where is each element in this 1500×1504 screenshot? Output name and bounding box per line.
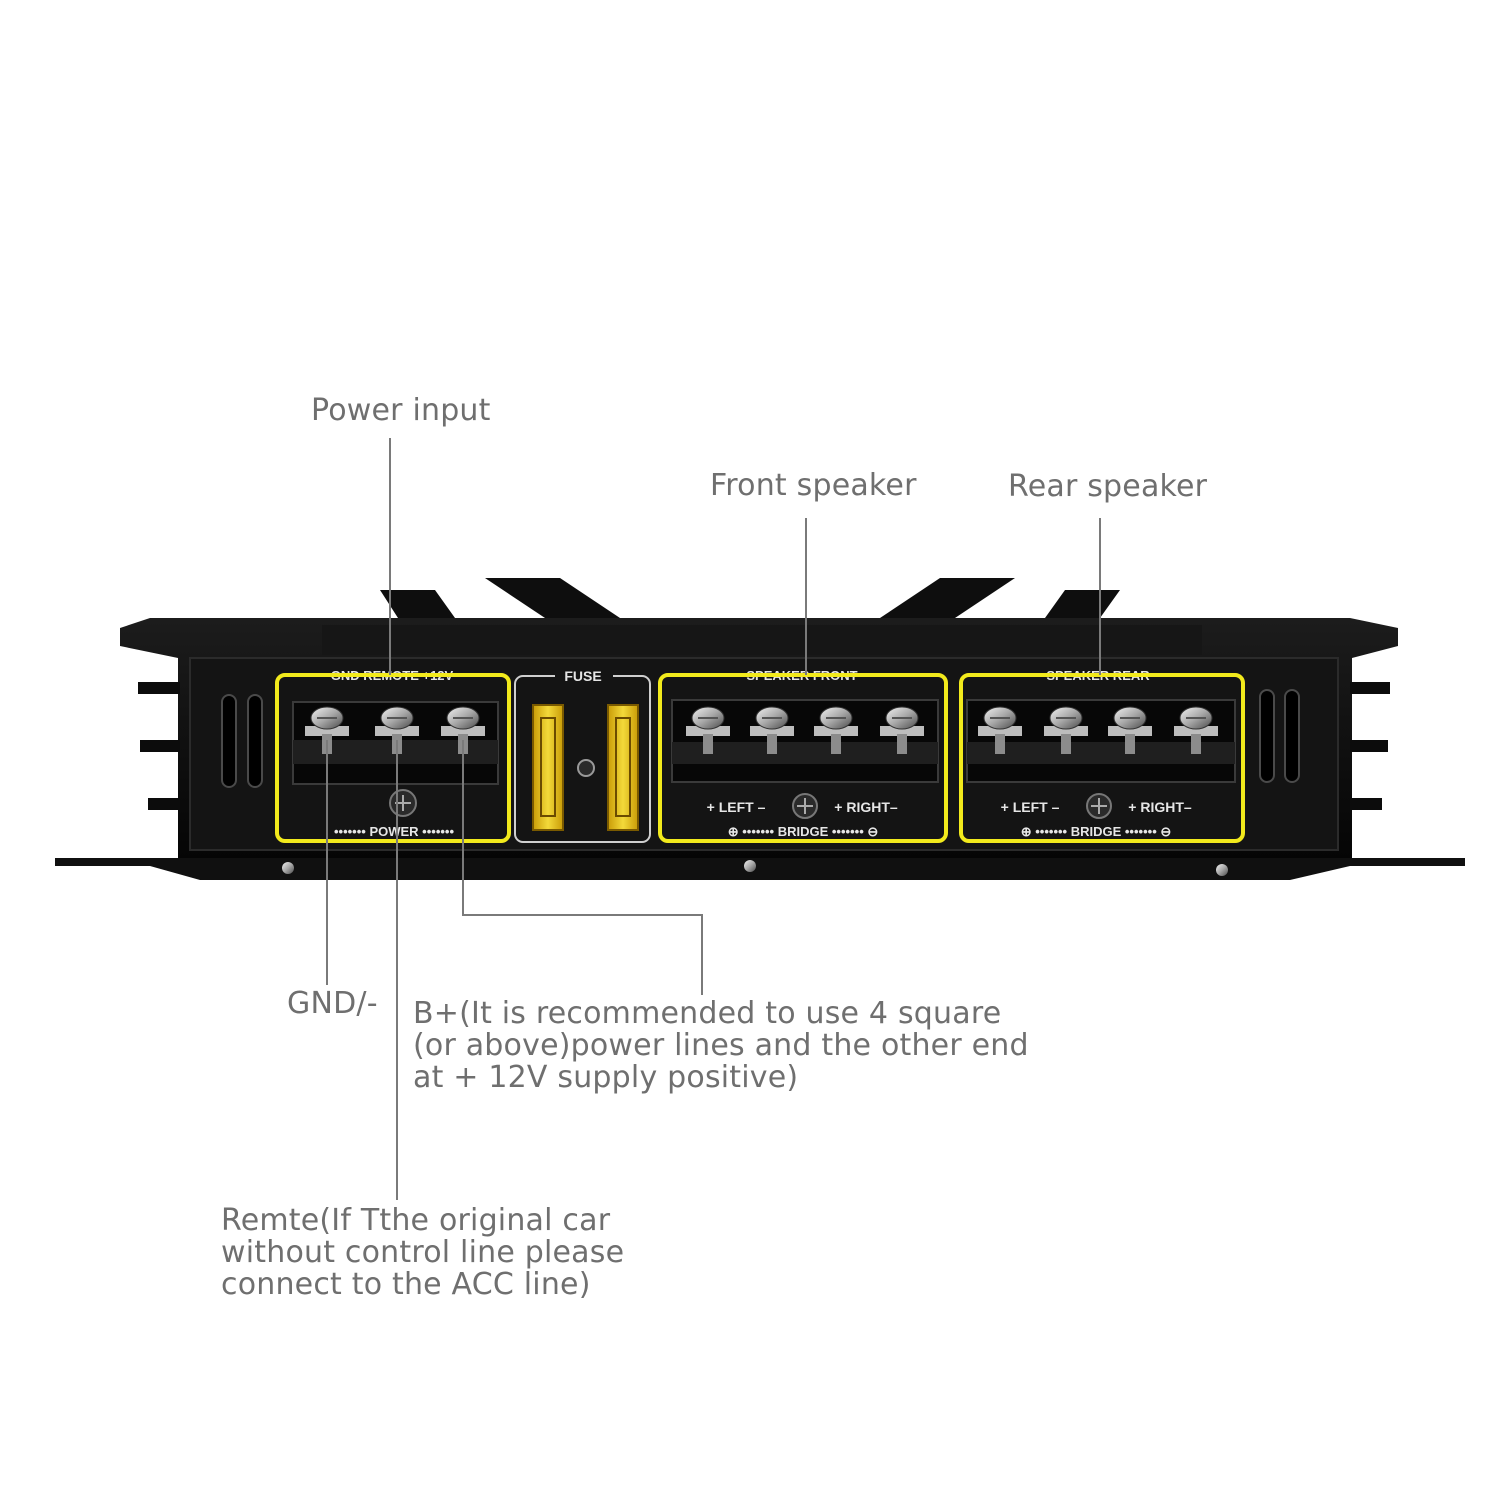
adjust-screw-icon [1086, 793, 1112, 819]
vent-slots [221, 689, 1300, 788]
front-right-label: + RIGHT– [834, 799, 898, 815]
remote-callout: Remte(If Tthe original car without contr… [221, 1203, 625, 1302]
terminal-screw-icon [750, 706, 794, 754]
terminal-screw-icon [686, 706, 730, 754]
adjust-screw-icon [389, 789, 417, 817]
blade-fuse-icon [532, 704, 564, 831]
terminal-screw-icon [1044, 706, 1088, 754]
front-terminal-screws [686, 706, 924, 754]
power-highlight-box [275, 673, 511, 843]
power-terminal-screws [305, 706, 485, 754]
rear-right-label: + RIGHT– [1128, 799, 1192, 815]
heatsink-fins-top [380, 578, 1120, 618]
rear-terminal-screws [978, 706, 1218, 754]
leader-lines [326, 438, 1101, 1200]
rear-highlight-box [959, 673, 1245, 843]
front-bridge-label: ⊕ ••••••• BRIDGE ••••••• ⊖ [728, 824, 879, 839]
terminal-screw-icon [978, 706, 1022, 754]
rear-left-label: + LEFT – [1001, 799, 1060, 815]
front-speaker-callout: Front speaker [710, 468, 917, 503]
adjust-screw-icon [792, 793, 818, 819]
base-flange [55, 858, 1465, 880]
terminal-screw-icon [1174, 706, 1218, 754]
terminal-screw-icon [1108, 706, 1152, 754]
fuse-label: FUSE [564, 668, 601, 684]
b-plus-leader [462, 740, 703, 995]
blade-fuse-icon [607, 704, 639, 831]
rear-bridge-label: ⊕ ••••••• BRIDGE ••••••• ⊖ [1021, 824, 1172, 839]
gnd-callout: GND/- [287, 986, 378, 1021]
b-plus-callout: B+(It is recommended to use 4 square (or… [413, 996, 1029, 1095]
fuse-center-screw [577, 759, 595, 777]
power-input-callout: Power input [311, 393, 491, 428]
power-footer-text: ••••••• POWER ••••••• [334, 824, 455, 839]
terminal-screw-icon [814, 706, 858, 754]
mount-screws [282, 860, 1228, 876]
rear-speaker-terminal-block: SPEAKER REAR + LEFT – + RIGHT– ⊕ •••••••… [966, 668, 1236, 839]
side-fins [138, 682, 1390, 810]
terminal-screw-icon [880, 706, 924, 754]
front-left-label: + LEFT – [707, 799, 766, 815]
highlight-boxes [275, 673, 1245, 843]
top-strip [322, 625, 1202, 655]
front-highlight-box [658, 673, 948, 843]
rear-speaker-callout: Rear speaker [1008, 469, 1208, 504]
front-speaker-terminal-block: SPEAKER FRONT + LEFT – + RIGHT– ⊕ ••••••… [671, 668, 939, 839]
fuse-block: FUSE [514, 668, 651, 843]
